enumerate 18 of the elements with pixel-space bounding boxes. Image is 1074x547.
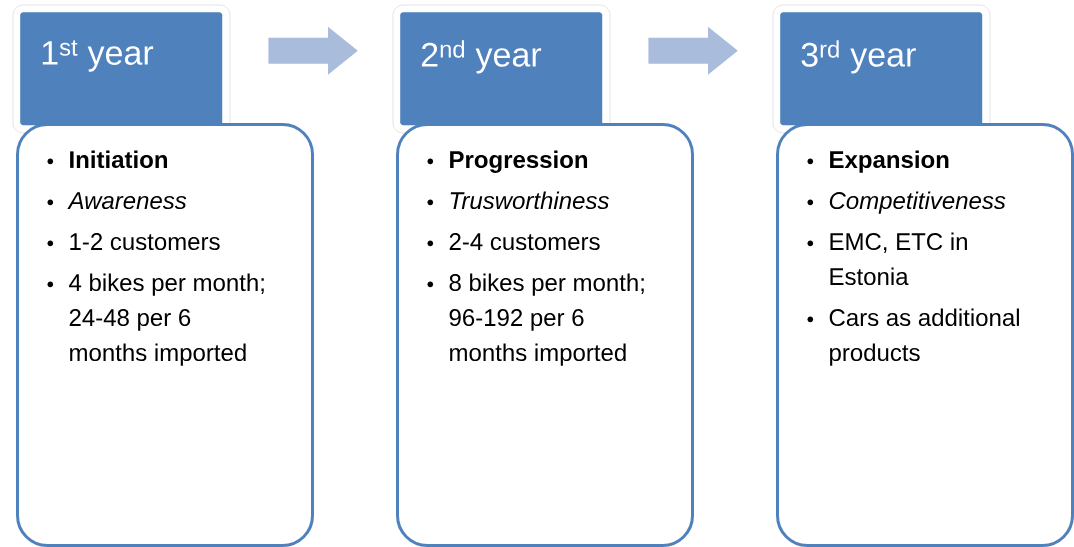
bullet-item: Cars as additional products	[829, 308, 1019, 366]
header-box: 1$^{st}$ year	[12, 4, 231, 134]
text-card	[776, 123, 1074, 547]
bullet-item: Initiation	[70, 150, 167, 169]
bullet-item: 8 bikes per month; 96-192 per 6 months imported	[449, 273, 644, 366]
bullet-item: Competitiveness	[829, 191, 1006, 214]
bullet-item: 4 bikes per month; 24-48 per 6 months imported	[69, 273, 264, 366]
bullet-item: 2-4 customers	[449, 233, 600, 251]
bullet-item: Expansion	[830, 150, 949, 173]
bullet-item: 1-2 customers	[70, 233, 220, 251]
header-box: 3$^{rd}$ year	[772, 4, 991, 134]
header-box: 2$^{nd}$ year	[392, 4, 611, 134]
text-card	[396, 123, 694, 547]
text-card	[16, 123, 314, 547]
bullet-item: Trusworthiness	[450, 191, 609, 210]
bullet-item: Awareness	[67, 192, 187, 210]
bullet-item: EMC, ETC in Estonia	[830, 232, 967, 286]
bullet-item: Progression	[450, 150, 588, 173]
